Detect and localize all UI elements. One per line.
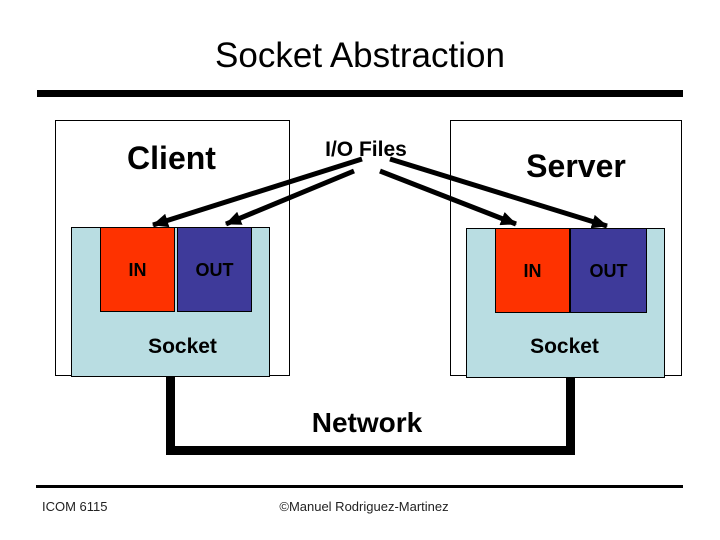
client-socket-label: Socket	[148, 335, 217, 358]
client-in-box: IN	[100, 227, 175, 312]
server-in-label: IN	[523, 260, 542, 281]
client-out-box: OUT	[177, 227, 252, 312]
network-label: Network	[311, 407, 423, 438]
client-title: Client	[127, 140, 216, 176]
io-files-label: I/O Files	[325, 138, 407, 161]
client-in-label: IN	[128, 259, 147, 280]
slide-title: Socket Abstraction	[215, 36, 505, 75]
server-out-box: OUT	[570, 228, 647, 313]
server-socket-label: Socket	[530, 335, 599, 358]
footer-divider	[36, 485, 683, 488]
client-out-label: OUT	[195, 259, 234, 280]
footer-course: ICOM 6115	[42, 499, 108, 514]
server-in-box: IN	[495, 228, 570, 313]
server-out-label: OUT	[589, 260, 628, 281]
title-divider	[37, 90, 683, 97]
footer-copyright: ©Manuel Rodriguez-Martinez	[279, 499, 449, 514]
server-title: Server	[526, 148, 626, 184]
